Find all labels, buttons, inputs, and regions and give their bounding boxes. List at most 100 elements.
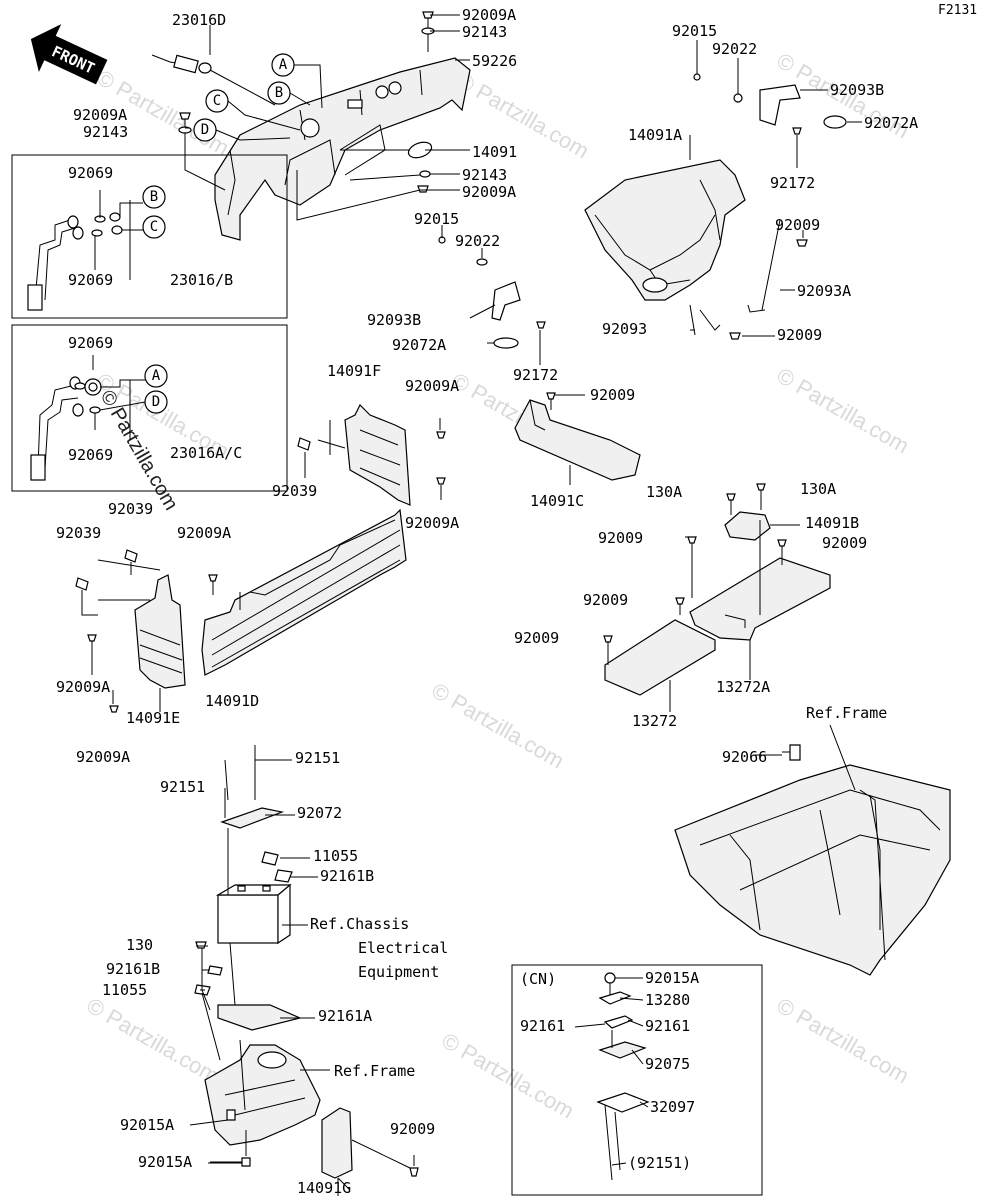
part-label-130A: 130A bbox=[646, 483, 682, 501]
panel-14091D bbox=[201, 508, 407, 676]
part-label-92009: 92009 bbox=[598, 529, 643, 547]
watermark-text: © Partzilla.com bbox=[438, 1028, 579, 1124]
part-label-92066: 92066 bbox=[722, 748, 767, 766]
callout-D: D bbox=[152, 394, 160, 410]
part-label-ref-frame: Ref.Frame bbox=[334, 1062, 415, 1080]
part-label-92039: 92039 bbox=[56, 524, 101, 542]
plates-13272 bbox=[603, 483, 831, 712]
callout-C: C bbox=[213, 93, 221, 109]
part-label-14091G: 14091G bbox=[297, 1179, 351, 1197]
cn-title: (CN) bbox=[520, 970, 556, 988]
part-label-92093B: 92093B bbox=[830, 81, 884, 99]
leaders-cn bbox=[574, 977, 649, 1166]
part-label-92093: 92093 bbox=[602, 320, 647, 338]
part-label-92161A: 92161A bbox=[318, 1007, 372, 1025]
part-label-59226: 59226 bbox=[472, 52, 517, 70]
callout-A: A bbox=[152, 368, 161, 384]
part-label-92009A: 92009A bbox=[405, 514, 459, 532]
watermark-text: © Partzilla.com bbox=[83, 993, 224, 1089]
part-label-14091F: 14091F bbox=[327, 362, 381, 380]
part-label-92069: 92069 bbox=[68, 164, 113, 182]
part-label-14091: 14091 bbox=[472, 143, 517, 161]
part-label-13272: 13272 bbox=[632, 712, 677, 730]
battery-assembly bbox=[194, 745, 302, 1061]
part-label-92009: 92009 bbox=[590, 386, 635, 404]
connector-23016D bbox=[151, 54, 276, 106]
part-label-92009A: 92009A bbox=[462, 183, 516, 201]
callout-B: B bbox=[275, 85, 283, 101]
part-label-92009A: 92009A bbox=[73, 106, 127, 124]
part-label-92143: 92143 bbox=[83, 123, 128, 141]
box-cn: (CN) bbox=[511, 964, 763, 1196]
part-label-23016D: 23016D bbox=[172, 11, 226, 29]
part-label-92093A: 92093A bbox=[797, 282, 851, 300]
part-label-92069: 92069 bbox=[68, 446, 113, 464]
callout-A: A bbox=[279, 57, 288, 73]
part-label-92093B: 92093B bbox=[367, 311, 421, 329]
part-label-92009A: 92009A bbox=[56, 678, 110, 696]
frame-bottom-left bbox=[204, 1039, 419, 1196]
callout-B: B bbox=[150, 189, 158, 205]
part-label-92022: 92022 bbox=[712, 40, 757, 58]
part-label-92015A: 92015A bbox=[120, 1116, 174, 1134]
part-label-cn-32097: 32097 bbox=[650, 1098, 695, 1116]
panel-14091E bbox=[75, 549, 186, 713]
callout-C: C bbox=[150, 219, 158, 235]
dash-callouts: A B C D bbox=[193, 53, 323, 142]
part-label-92009: 92009 bbox=[390, 1120, 435, 1138]
part-label-14091D: 14091D bbox=[205, 692, 259, 710]
part-label-23016B: 23016/B bbox=[170, 271, 233, 289]
part-label-92143: 92143 bbox=[462, 23, 507, 41]
part-label-23016AC: 23016A/C bbox=[170, 444, 242, 462]
leaders-bottom bbox=[189, 754, 782, 1191]
part-label-130: 130 bbox=[126, 936, 153, 954]
part-label-92009: 92009 bbox=[514, 629, 559, 647]
figure-code: F2131 bbox=[938, 3, 977, 18]
part-label-92009: 92009 bbox=[822, 534, 867, 552]
callout-D: D bbox=[201, 122, 209, 138]
part-label-92151: 92151 bbox=[160, 778, 205, 796]
part-label-92039: 92039 bbox=[108, 500, 153, 518]
watermark-text: © Partzilla.com bbox=[773, 363, 914, 459]
panel-14091F bbox=[297, 403, 446, 506]
part-label-92151: 92151 bbox=[295, 749, 340, 767]
part-label-92072: 92072 bbox=[297, 804, 342, 822]
part-label-ref-chassis: Ref.Chassis bbox=[310, 915, 409, 933]
box-23016AC: A D bbox=[11, 324, 288, 492]
part-label-92009A: 92009A bbox=[405, 377, 459, 395]
part-label-cn-92015A: 92015A bbox=[645, 969, 699, 987]
part-label-92172: 92172 bbox=[513, 366, 558, 384]
part-label-14091B: 14091B bbox=[805, 514, 859, 532]
part-label-92009: 92009 bbox=[583, 591, 628, 609]
leaders-top bbox=[185, 14, 470, 191]
part-label-14091E: 14091E bbox=[126, 709, 180, 727]
frame-right bbox=[674, 724, 951, 976]
part-label-92009A: 92009A bbox=[462, 6, 516, 24]
watermark-text: © Partzilla.com bbox=[428, 678, 569, 774]
watermark-text: © Partzilla.com bbox=[773, 993, 914, 1089]
part-label-cn-92161: 92161 bbox=[645, 1017, 690, 1035]
part-label-92161B: 92161B bbox=[106, 960, 160, 978]
part-label-92009: 92009 bbox=[775, 216, 820, 234]
part-label-92072A: 92072A bbox=[392, 336, 446, 354]
part-label-92069: 92069 bbox=[68, 334, 113, 352]
part-label-11055: 11055 bbox=[102, 981, 147, 999]
part-label-92039: 92039 bbox=[272, 482, 317, 500]
tray-14091A bbox=[584, 40, 862, 340]
part-label-14091C: 14091C bbox=[530, 492, 584, 510]
part-label-92015A: 92015A bbox=[138, 1153, 192, 1171]
part-label-cn-92151: (92151) bbox=[628, 1154, 691, 1172]
part-label-92009: 92009 bbox=[777, 326, 822, 344]
part-label-92069: 92069 bbox=[68, 271, 113, 289]
part-label-13272A: 13272A bbox=[716, 678, 770, 696]
box-23016B: B C bbox=[11, 154, 288, 319]
part-label-cn-92075: 92075 bbox=[645, 1055, 690, 1073]
part-label-92161B: 92161B bbox=[320, 867, 374, 885]
part-labels: 23016D 92009A 92143 59226 92009A 92143 1… bbox=[56, 6, 918, 1197]
leaders-top bbox=[296, 170, 421, 221]
part-label-92072A: 92072A bbox=[864, 114, 918, 132]
part-label-92015: 92015 bbox=[414, 210, 459, 228]
part-label-ref-chassis-equipment: Equipment bbox=[358, 963, 439, 981]
part-label-14091A: 14091A bbox=[628, 126, 682, 144]
